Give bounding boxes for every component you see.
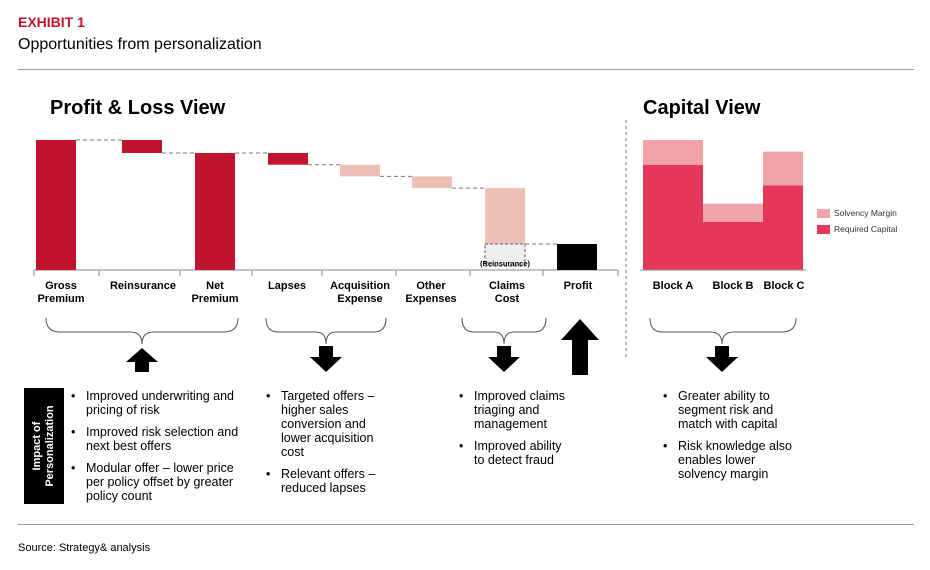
- label-claims-cost: Claims Cost: [488, 280, 526, 305]
- bullets-group-4: Greater ability to segment risk and matc…: [660, 389, 805, 489]
- label-block-a: Block A: [652, 280, 694, 292]
- bullet-item: Risk knowledge also enables lower solven…: [660, 439, 805, 481]
- label-profit: Profit: [563, 280, 593, 292]
- impact-label-box: Impact of Personalization: [24, 388, 64, 504]
- bar-acquisition-expense: [340, 164, 380, 177]
- bar-profit: [557, 244, 597, 270]
- bullet-item: Improved claims triaging and management: [456, 389, 566, 431]
- pnl-title: Profit & Loss View: [50, 97, 226, 119]
- legend-required-capital: Required Capital: [834, 224, 898, 234]
- label-lapses: Lapses: [268, 280, 306, 292]
- block-b-solvency-bar: [703, 203, 763, 222]
- bullet-item: Modular offer – lower price per policy o…: [68, 461, 248, 503]
- block-c-solvency-bar: [763, 151, 803, 186]
- bullets-group-2: Targeted offers – higher sales conversio…: [263, 389, 393, 503]
- bullets-group-3: Improved claims triaging and management …: [456, 389, 566, 475]
- bottom-divider: [18, 524, 914, 525]
- legend-solvency-margin: Solvency Margin: [834, 208, 897, 218]
- bar-claims-cost: [485, 188, 525, 244]
- bullet-item: Improved ability to detect fraud: [456, 439, 566, 467]
- legend-swatch-required: [817, 225, 830, 234]
- pnl-waterfall-chart: [33, 139, 619, 276]
- brace-2: [265, 317, 387, 345]
- brace-4: [649, 317, 797, 345]
- exhibit-title: Opportunities from personalization: [18, 36, 262, 53]
- label-block-c: Block C: [763, 280, 805, 292]
- bar-claims-cost-reinsurance-part: [484, 243, 526, 267]
- label-other-expenses: Other Expenses: [405, 280, 457, 305]
- reinsurance-note: (Reinsurance): [479, 259, 530, 268]
- arrow-up-1: [126, 348, 158, 372]
- block-c-required-bar: [763, 185, 803, 270]
- impact-label: Impact of Personalization: [31, 405, 56, 487]
- block-a-solvency-bar: [643, 140, 703, 165]
- block-a-required-bar: [643, 164, 703, 270]
- bullet-item: Targeted offers – higher sales conversio…: [263, 389, 393, 459]
- exhibit-label: EXHIBIT 1: [18, 14, 85, 30]
- charts-svg: [33, 139, 806, 276]
- arrow-up-profit: [561, 319, 599, 375]
- bar-lapses: [268, 153, 308, 165]
- top-divider: [18, 69, 914, 70]
- bar-other-expenses: [412, 176, 452, 189]
- block-b-required-bar: [703, 221, 763, 270]
- bar-reinsurance: [122, 140, 162, 153]
- bullet-item: Relevant offers – reduced lapses: [263, 467, 393, 495]
- brace-3: [461, 317, 547, 345]
- label-block-b: Block B: [712, 280, 754, 292]
- section-separator: [625, 120, 627, 360]
- bullet-item: Improved underwriting and pricing of ris…: [68, 389, 248, 417]
- label-reinsurance: Reinsurance: [109, 280, 177, 292]
- arrow-down-3: [488, 346, 520, 372]
- bullets-group-1: Improved underwriting and pricing of ris…: [68, 389, 248, 511]
- bar-gross-premium: [36, 140, 76, 270]
- legend-swatch-solvency: [817, 209, 830, 218]
- bullet-item: Greater ability to segment risk and matc…: [660, 389, 805, 431]
- label-acquisition-expense: Acquisition Expense: [330, 280, 390, 305]
- label-net-premium: Net Premium: [191, 280, 239, 305]
- brace-1: [45, 317, 239, 345]
- bullet-item: Improved risk selection and next best of…: [68, 425, 248, 453]
- source-note: Source: Strategy& analysis: [18, 542, 151, 554]
- capital-title: Capital View: [643, 97, 761, 119]
- braces-and-arrows: [45, 317, 797, 375]
- capital-stacked-chart: [640, 140, 806, 271]
- arrow-down-2: [310, 346, 342, 372]
- label-gross-premium: Gross Premium: [37, 280, 85, 305]
- arrow-down-capital: [706, 346, 738, 372]
- bar-net-premium: [195, 153, 235, 270]
